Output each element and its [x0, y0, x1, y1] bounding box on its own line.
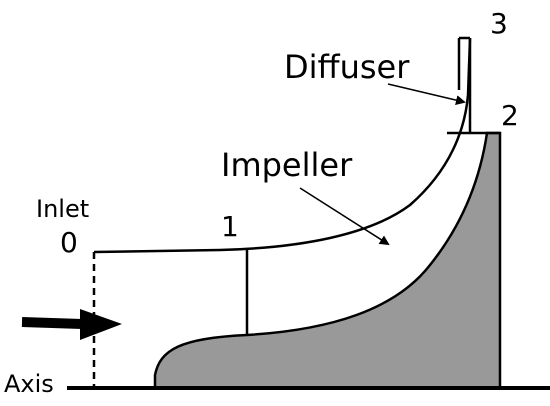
axis-label: Axis	[4, 370, 54, 398]
station-2-label: 2	[501, 99, 519, 132]
inlet-label: Inlet	[36, 195, 89, 223]
diffuser-pointer-arrow	[387, 83, 466, 106]
hub-region	[153, 131, 502, 390]
diffuser-channel	[457, 36, 472, 133]
station-1-label: 1	[221, 210, 239, 243]
shroud-line	[93, 37, 472, 254]
impeller-pointer-arrow	[299, 187, 390, 246]
flow-arrow-head	[80, 309, 122, 340]
station-3-label: 3	[490, 7, 508, 40]
flow-arrow-shaft	[21, 317, 83, 329]
diffuser-label: Diffuser	[284, 48, 410, 86]
impeller-label: Impeller	[221, 146, 353, 184]
station-0-label: 0	[60, 226, 78, 259]
